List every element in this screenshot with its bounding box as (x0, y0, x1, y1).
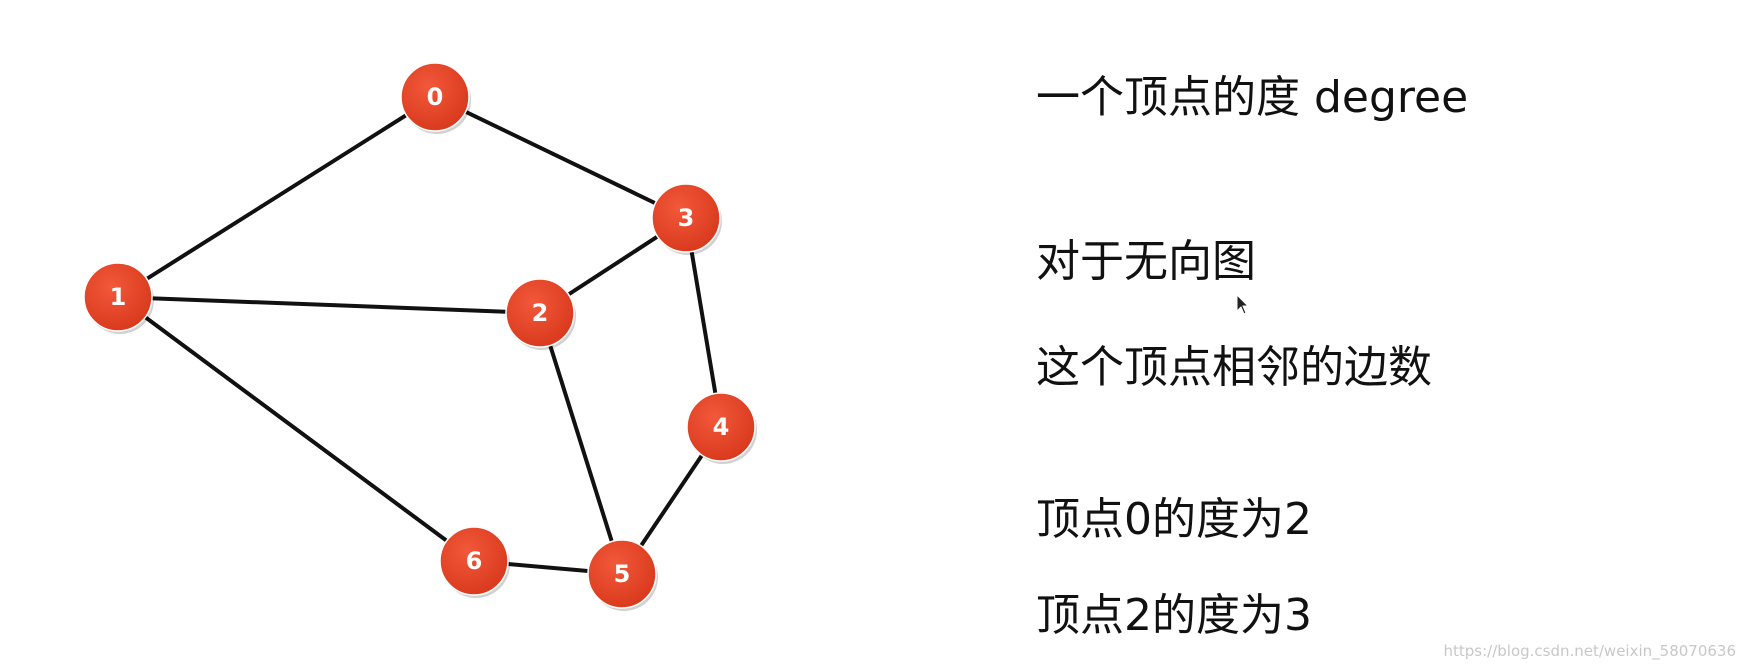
vertex-circle (651, 183, 721, 253)
vertex-label: 1 (110, 283, 127, 311)
vertex-circle (400, 62, 470, 132)
edges-layer (116, 95, 723, 576)
vertex-3: 3 (651, 183, 722, 255)
edge-1-2 (116, 295, 542, 315)
vertex-2: 2 (505, 278, 576, 350)
vertex-5: 5 (587, 539, 658, 611)
vertex-label: 2 (532, 299, 549, 327)
mouse-pointer-icon (1236, 294, 1250, 315)
vertex-label: 6 (466, 547, 483, 575)
edge-2-5 (538, 311, 624, 576)
text-adjacent-edge-count: 这个顶点相邻的边数 (1036, 342, 1432, 393)
text-vertex-0-degree: 顶点0的度为2 (1036, 494, 1312, 545)
edge-0-3 (433, 95, 688, 220)
vertex-circle (439, 526, 509, 596)
edge-3-4 (684, 216, 723, 429)
vertex-0: 0 (400, 62, 471, 134)
nodes-layer: 0 1 2 3 4 5 6 (83, 62, 757, 611)
vertex-label: 5 (614, 560, 631, 588)
vertex-1: 1 (83, 262, 154, 334)
vertex-label: 3 (678, 204, 695, 232)
edge-0-1 (116, 95, 437, 299)
vertex-6: 6 (439, 526, 510, 598)
heading-vertex-degree: 一个顶点的度 degree (1036, 72, 1469, 123)
text-undirected-graph: 对于无向图 (1036, 236, 1256, 287)
text-vertex-2-degree: 顶点2的度为3 (1036, 590, 1312, 641)
vertex-circle (587, 539, 657, 609)
watermark: https://blog.csdn.net/weixin_58070636 (1443, 642, 1736, 660)
vertex-circle (686, 392, 756, 462)
undirected-graph: 0 1 2 3 4 5 6 (83, 62, 757, 611)
vertex-4: 4 (686, 392, 757, 464)
vertex-label: 4 (713, 413, 730, 441)
edge-1-6 (116, 295, 476, 563)
vertex-circle (505, 278, 575, 348)
vertex-circle (83, 262, 153, 332)
vertex-label: 0 (427, 83, 444, 111)
